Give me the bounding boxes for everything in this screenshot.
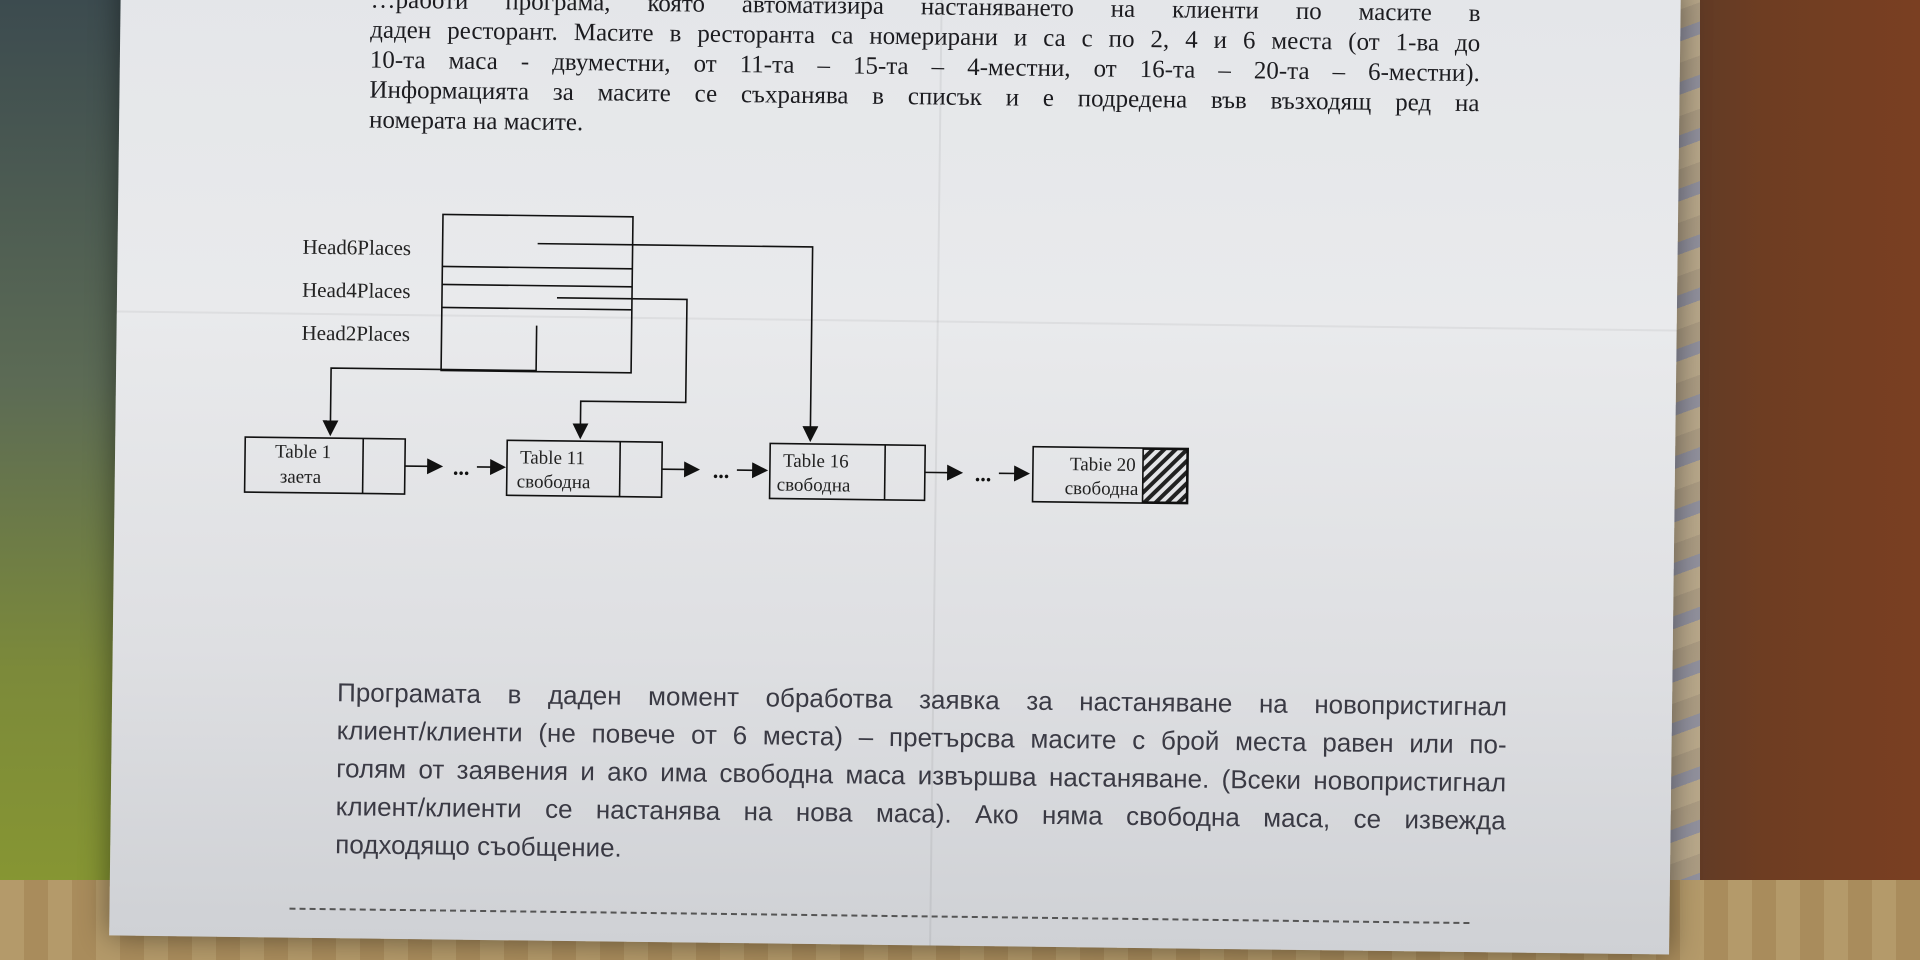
table-node: Tabie 20 свободна: [1031, 445, 1190, 505]
head4-pointer-arrow: [556, 297, 688, 440]
table-node-status: свободна: [777, 475, 851, 497]
table-node: Table 16 свободна: [768, 442, 927, 502]
dashed-divider: [289, 907, 1470, 925]
head-pointer-box: [440, 213, 634, 374]
table-node-status: заета: [280, 466, 322, 488]
paper-sheet: …работи програма, която автоматизира нас…: [109, 0, 1681, 955]
head6-pointer-arrow: [537, 242, 819, 443]
table-node-name: Table 1: [275, 441, 331, 463]
ellipsis: ...: [975, 461, 992, 486]
head2-pointer-arrow: [322, 325, 538, 437]
table-node-status: свободна: [1065, 478, 1139, 500]
table-node-status: свободна: [517, 471, 591, 493]
intro-paragraph: …работи програма, която автоматизира нас…: [369, 0, 1481, 149]
null-terminator-hatch: [1141, 448, 1188, 504]
table-node: Table 11 свободна: [505, 439, 664, 498]
table-node-name: Tabie 20: [1070, 454, 1136, 476]
table-node-name: Table 16: [783, 451, 849, 473]
linked-list-diagram: Table 1 заета ... Table 11 свободна ... …: [243, 213, 1190, 505]
table-node-name: Table 11: [520, 447, 585, 469]
body-paragraph: Програмата в даден момент обработва заяв…: [335, 673, 1507, 877]
ellipsis: ...: [453, 455, 470, 480]
background-right: [1660, 0, 1920, 960]
table-node: Table 1 заета: [243, 436, 407, 495]
ellipsis: ...: [713, 458, 730, 483]
